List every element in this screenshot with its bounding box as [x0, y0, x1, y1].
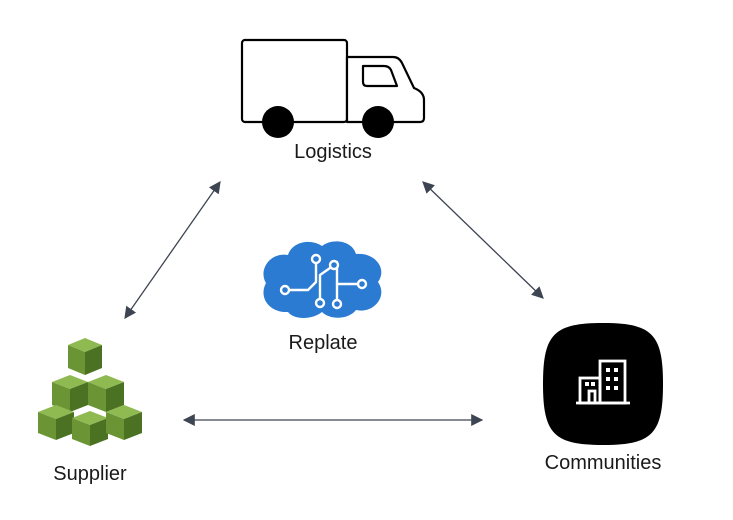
replate-label: Replate [288, 332, 358, 354]
truck-icon [240, 38, 426, 124]
stacked-cubes-icon [38, 338, 142, 446]
building-icon [543, 323, 663, 445]
edge-logistics-communities [422, 181, 544, 299]
edge-logistics-supplier [124, 181, 221, 319]
communities-label: Communities [544, 452, 662, 474]
logistics-label: Logistics [294, 141, 372, 163]
supplier-label: Supplier [53, 463, 127, 485]
truck-wheel-front [362, 106, 394, 138]
truck-wheel-rear [262, 106, 294, 138]
brain-circuit-icon [263, 241, 382, 318]
